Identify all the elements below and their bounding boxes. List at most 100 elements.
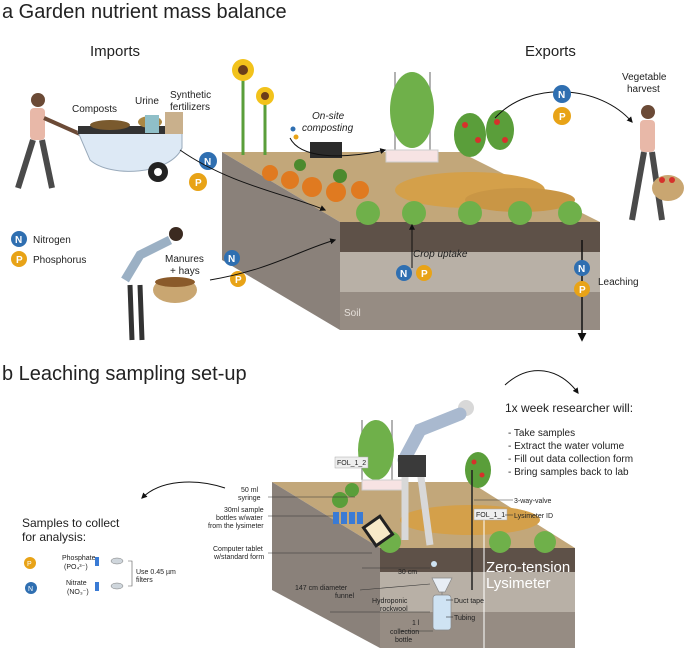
- urine-label: Urine: [135, 96, 159, 107]
- tubing-label: Tubing: [454, 615, 475, 622]
- callout-lines-right: [446, 499, 513, 618]
- onsite-label-1: On-site: [312, 111, 345, 122]
- filters-bracket: [128, 560, 133, 587]
- wheelbarrow: [77, 112, 183, 182]
- callout-lines-left: [268, 496, 433, 632]
- duct-tape-label: Duct tape: [454, 598, 484, 605]
- garden-bed-a: [222, 59, 600, 330]
- valve-label: 3-way-valve: [514, 498, 551, 505]
- svg-text:N: N: [204, 157, 211, 168]
- nitrate-label-2: (NO₃⁻): [67, 589, 89, 596]
- phosphate-p-letter: P: [27, 561, 32, 568]
- onsite-n-dot: [290, 126, 296, 132]
- export-nutrients: N P: [553, 85, 571, 125]
- legend-p-icon: [11, 251, 27, 267]
- crop-uptake-label: Crop uptake: [413, 249, 468, 260]
- person-wheelbarrow: [15, 93, 81, 189]
- tablet-icon: [361, 514, 395, 548]
- filters-label-2: filters: [136, 577, 153, 584]
- soil-label: Soil: [344, 308, 361, 319]
- svg-text:P: P: [235, 275, 242, 286]
- nitrate-n-icon: [25, 582, 37, 594]
- person-manures: [121, 227, 197, 341]
- funnel-label-1: 147 cm diameter: [295, 585, 348, 592]
- depth-label: 30 cm: [398, 569, 417, 576]
- lysimeter-id-label: Lysimeter ID: [514, 513, 553, 520]
- samples-arrow: [141, 481, 226, 499]
- filters-label-1: Use 0.45 µm: [136, 569, 176, 576]
- svg-text:P: P: [195, 178, 202, 189]
- leaching-nutrients: N P: [574, 260, 590, 297]
- section-a-title: a Garden nutrient mass balance: [2, 1, 287, 23]
- svg-text:P: P: [559, 112, 566, 123]
- manures-arrow: [209, 238, 337, 281]
- person-harvest: [629, 105, 684, 221]
- collection-label-1: 1 l: [412, 620, 420, 627]
- bottles-label-2: bottles w/water: [216, 515, 263, 522]
- tablet-label-1: Computer tablet: [213, 546, 263, 553]
- manures-label-1: Manures: [165, 254, 204, 265]
- synthetic-label-2: fertilizers: [170, 102, 210, 113]
- task-bring-samples: - Bring samples back to lab: [508, 467, 629, 478]
- svg-text:N: N: [558, 90, 565, 101]
- task-extract-volume: - Extract the water volume: [508, 441, 625, 452]
- legend: N Nitrogen P Phosphorus: [11, 231, 86, 267]
- tag-fol-1-1-text: FOL_1_1: [476, 512, 505, 519]
- svg-text:N: N: [578, 264, 585, 275]
- svg-text:P: P: [421, 269, 428, 280]
- researcher-heading: 1x week researcher will:: [505, 401, 633, 415]
- section-b-title: b Leaching sampling set-up: [2, 363, 247, 385]
- phosphate-label-1: Phosphate: [62, 555, 96, 562]
- filter-icons: [110, 557, 124, 590]
- svg-text:P: P: [16, 255, 23, 266]
- nitrate-n-letter: N: [28, 586, 33, 593]
- phosphate-vial-icon: [95, 557, 99, 566]
- svg-text:N: N: [15, 235, 22, 246]
- tablet-label-2: w/standard form: [213, 554, 264, 561]
- imports-label: Imports: [90, 43, 140, 60]
- garden-bed-b: [272, 420, 575, 648]
- uptake-nutrients: N P: [396, 265, 432, 281]
- vegetable-label-1: Vegetable: [622, 72, 667, 83]
- onsite-label-2: composting: [302, 123, 354, 134]
- rockwool-label-2: rockwool: [380, 606, 408, 613]
- phosphate-label-2: (PO₄³⁻): [64, 564, 88, 571]
- phosphate-p-icon: [24, 557, 36, 569]
- svg-text:N: N: [228, 254, 235, 265]
- manures-nutrients: N P: [224, 250, 246, 287]
- vegetable-label-2: harvest: [627, 84, 660, 95]
- synthetic-label-1: Synthetic: [170, 90, 211, 101]
- lysimeter: [431, 470, 485, 648]
- exports-label: Exports: [525, 43, 576, 60]
- leaching-label: Leaching: [598, 277, 639, 288]
- svg-text:P: P: [579, 285, 586, 296]
- onsite-p-dot: [293, 134, 299, 140]
- researcher-figure: [397, 400, 474, 546]
- tag-fol-1-2: [334, 456, 369, 469]
- legend-nitrogen: Nitrogen: [33, 235, 71, 246]
- bottles-label-1: 30ml sample: [224, 507, 264, 514]
- tag-fol-1-1: [473, 508, 508, 521]
- samples-heading-1: Samples to collect: [22, 516, 120, 530]
- collection-label-2: collection: [390, 629, 419, 636]
- syringe-label-2: syringe: [238, 495, 261, 502]
- collection-label-3: bottle: [395, 637, 412, 644]
- funnel-label-2: funnel: [335, 593, 355, 600]
- composting-arrow: [289, 137, 387, 157]
- nitrate-vial-icon: [95, 582, 99, 591]
- tag-fol-1-2-text: FOL_1_2: [337, 460, 366, 467]
- lysimeter-label-1: Zero-tension: [486, 559, 570, 576]
- import-nutrients: N P: [189, 152, 217, 191]
- manures-label-2: + hays: [170, 266, 200, 277]
- svg-text:N: N: [400, 269, 407, 280]
- imports-arrow: [179, 149, 327, 211]
- samples-heading-2: for analysis:: [22, 530, 86, 544]
- bottles-label-3: from the lysimeter: [208, 523, 264, 530]
- task-take-samples: - Take samples: [508, 428, 575, 439]
- syringe-label-1: 50 ml: [241, 487, 259, 494]
- nitrate-label-1: Nitrate: [66, 580, 87, 587]
- lysimeter-label-2: Lysimeter: [486, 575, 550, 592]
- composts-label: Composts: [72, 104, 117, 115]
- rockwool-label-1: Hydroponic: [372, 598, 408, 605]
